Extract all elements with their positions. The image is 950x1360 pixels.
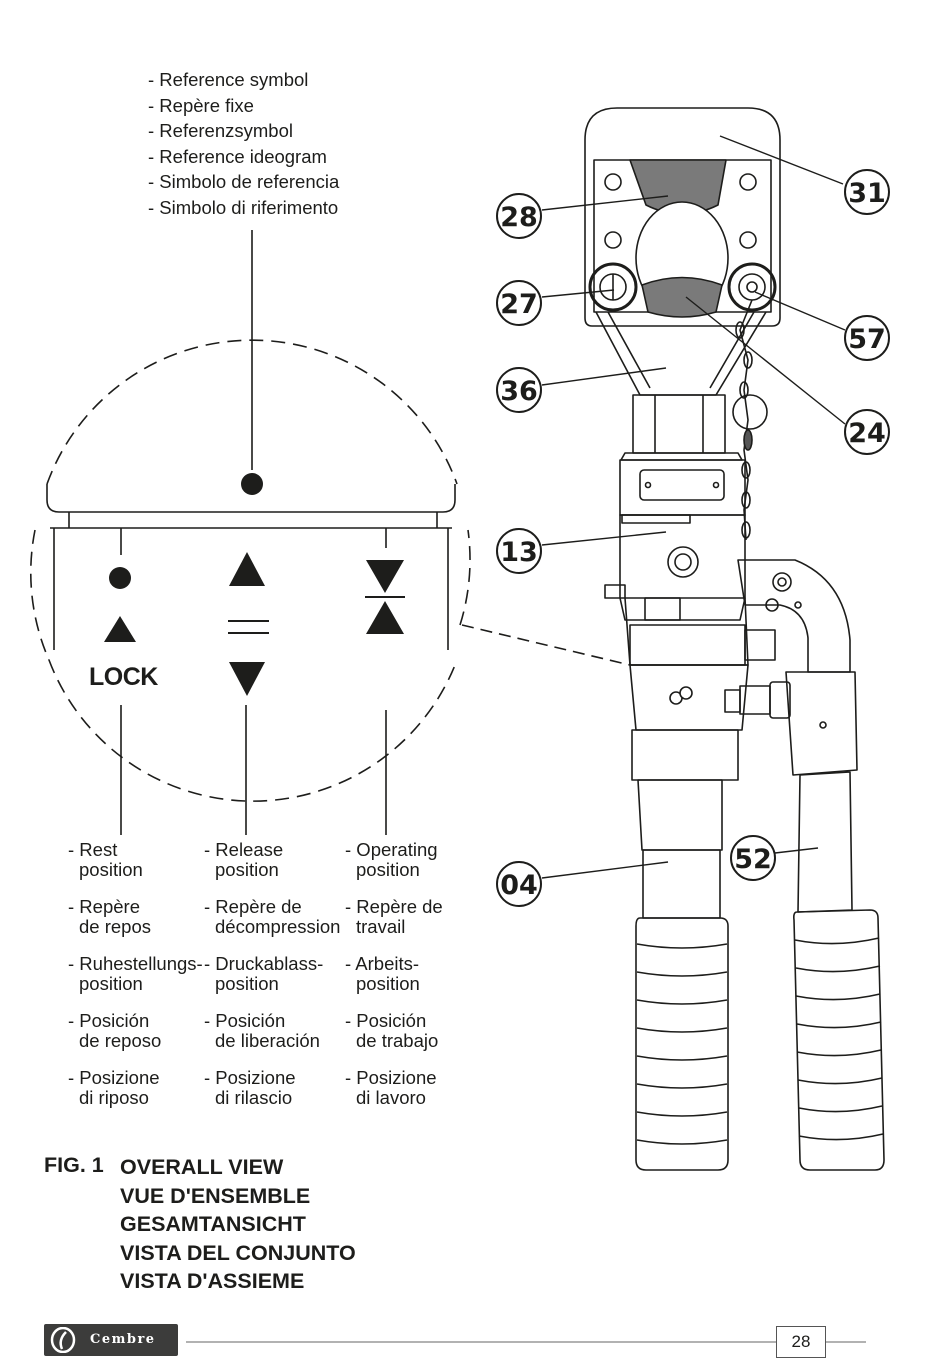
reference-symbol-labels: - Reference symbol - Repère fixe - Refer… [148,67,339,221]
figure-title: GESAMTANSICHT [120,1212,306,1236]
rest-dot [109,567,131,589]
tool-cylinder [629,664,749,851]
ref-label: - Referenzsymbol [148,120,293,142]
rest-triangle-up [104,616,136,642]
operating-triangle-up [366,601,404,634]
ref-label: - Reference symbol [148,69,309,90]
callout-36: 36 [500,376,538,407]
figure-number: FIG. 1 [44,1153,104,1177]
release-triangle-down [229,662,265,696]
callout-31: 31 [848,178,886,209]
figure-title: OVERALL VIEW [120,1155,284,1179]
ref-label: - Simbolo de referencia [148,171,340,193]
detail-magnifier [30,230,631,835]
ref-label: - Simbolo di riferimento [148,196,339,218]
callout-28: 28 [500,202,538,233]
figure-title: VISTA DEL CONJUNTO [120,1240,356,1265]
callout-57: 57 [848,324,886,355]
safety-chain [732,299,768,541]
label-entry: - Ruhestellungs-position [68,953,203,994]
callout-numbers: 31 28 27 57 36 24 13 52 04 [500,178,886,901]
logo-mark-icon [50,1327,76,1353]
label-entry: - Arbeits-position [345,953,420,994]
detail-symbols [104,473,404,696]
ref-label: - Reference ideogram [148,145,327,167]
callout-04: 04 [500,870,538,901]
reference-dot [241,473,263,495]
valve-body [624,559,851,719]
figure-title: VISTA D'ASSIEME [120,1269,305,1293]
tool-neck [604,394,746,621]
cembre-logo: Cembre [44,1324,178,1356]
operating-triangle-down [366,560,404,593]
fixed-handle [635,849,729,1171]
tool-head [584,107,781,396]
moving-handle [785,671,885,1171]
figure-titles: OVERALL VIEW VUE D'ENSEMBLE GESAMTANSICH… [120,1153,356,1296]
callout-52: 52 [734,844,772,875]
callout-13: 13 [500,537,538,568]
page-number: 28 [776,1326,826,1358]
logo-text: Cembre [90,1332,156,1347]
label-entry: - Druckablass-position [204,953,324,994]
callout-24: 24 [848,418,886,449]
release-triangle-up [229,552,265,586]
callout-leaders [541,135,846,879]
callout-circles [496,169,890,907]
callout-27: 27 [500,289,538,320]
ref-label: - Repère fixe [148,94,254,116]
lock-label: LOCK [89,663,158,691]
figure-title: VUE D'ENSEMBLE [120,1183,311,1208]
